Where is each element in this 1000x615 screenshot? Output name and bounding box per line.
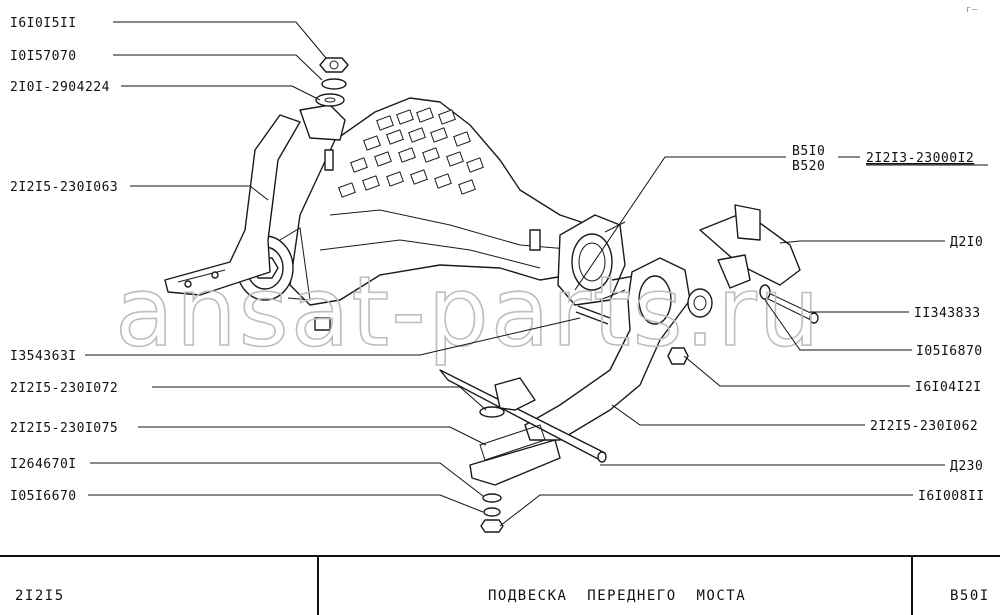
leaders-left [85,21,581,513]
label-part: I264670I [10,457,77,472]
label-part: I6I0I5II [10,16,77,31]
suspension-arm [524,257,713,441]
watermark: ansat-parts.ru [115,256,822,368]
title-block: 2I2I5 ПОДВЕСКА ПЕРЕДНЕГО МОСТА В50I [0,555,1000,615]
labels-right: В5I0 В520 2I2I3-23000I2 Д2I0 II343833 I0… [792,144,988,504]
label-part: 2I2I5-230I075 [10,421,118,436]
label-b510: В5I0 [792,144,825,159]
housing-ribs [338,107,484,198]
top-nut-stack [315,57,349,107]
label-part: I354363I [10,349,77,364]
label-part: I6I008II [918,489,985,504]
label-part: 2I2I5-230I062 [870,419,978,434]
corner-mark: г— [966,5,978,15]
label-part: Д2I0 [950,235,983,250]
cross-bar [439,369,607,463]
mount-brackets [699,204,819,324]
output-flange [557,214,626,306]
label-part: 2I0I-2904224 [10,80,110,95]
label-part: 2I2I5-230I072 [10,381,118,396]
label-part: Д230 [950,459,983,474]
label-part: I0I57070 [10,49,77,64]
label-part: 2I2I5-230I063 [10,180,118,195]
label-part: I05I6670 [10,489,77,504]
label-assembly: 2I2I3-23000I2 [866,151,974,166]
label-part: I6I04I2I [915,380,982,395]
sheet-title: ПОДВЕСКА ПЕРЕДНЕГО МОСТА [488,588,746,604]
model-code: 2I2I5 [15,588,65,604]
leaders-right [499,156,945,527]
label-part: II343833 [914,306,981,321]
labels-left: I6I0I5II I0I57070 2I0I-2904224 2I2I5-230… [10,16,118,504]
label-b520: В520 [792,159,825,174]
clamp-assembly [469,377,561,533]
left-support-bracket [164,104,346,296]
label-part: I05I6870 [916,344,983,359]
sheet-code: В50I [950,588,990,604]
